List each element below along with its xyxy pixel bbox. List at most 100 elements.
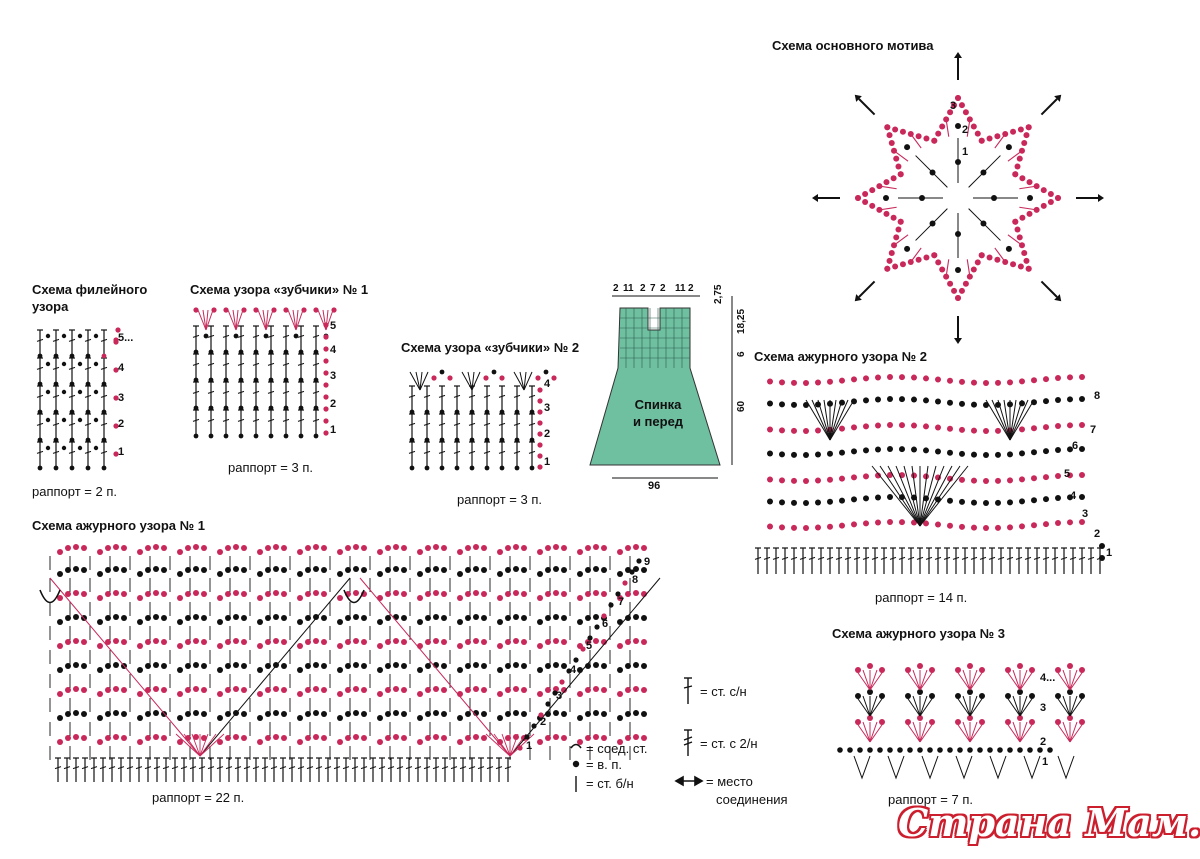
chain-stitch [101,465,107,471]
join-arrow-icon [674,775,704,787]
chain-stitch [313,349,319,355]
stitch-bar [100,366,108,370]
chain-stitch [208,349,214,355]
stitch-bar [453,450,461,454]
chain-stitch [887,747,893,753]
garment-top-dim: 7 [650,283,656,294]
chain-stitch [863,375,869,382]
stitch-mark [419,371,429,391]
chain-stitch [1055,423,1061,430]
chain-stitch [947,280,954,287]
chain-stitch [321,711,327,717]
fan-stitch [199,733,209,757]
chain-stitch [271,307,277,313]
chain-stitch [361,735,367,741]
chain-stitch [537,739,543,745]
chain-stitch [185,639,191,645]
chain-stitch [257,739,263,745]
chain-stitch [193,638,199,644]
fan-stitch [862,669,871,691]
stitch-mark [893,150,909,162]
chain-stitch [393,686,399,692]
stitch-mark [471,371,475,391]
stitch-bar [468,422,476,426]
stitch-bar [68,394,76,398]
garment-top-dim: 2 [613,283,619,294]
chain-stitch [779,451,785,458]
chain-stitch [65,591,71,597]
chain-stitch [454,409,460,415]
dc-icon [683,677,693,704]
chain-stitch [377,643,383,649]
chain-stitch [580,646,586,652]
chain-stitch [899,446,905,453]
stitch-bar [99,766,107,770]
chain-stitch [145,615,151,621]
chain-stitch [911,396,917,403]
chain-stitch [553,590,559,596]
chain-stitch [268,349,274,355]
chain-stitch [238,433,244,439]
stitch-bar [423,766,431,770]
motif-row-number: 1 [962,146,969,158]
stitch-bar [180,766,188,770]
stitch-bar [237,362,245,366]
chain-stitch [377,715,383,721]
fan-stitch [869,721,878,743]
stitch-bar [297,334,305,338]
chain-stitch [241,307,247,313]
stitch-bar [988,556,996,560]
fan-stitch [985,399,1011,441]
stitch-bar [282,362,290,366]
stitch-bar [297,362,305,366]
chain-stitch [1079,494,1085,501]
chain-stitch [995,524,1001,531]
fan-stitch [501,733,511,757]
chain-stitch [113,734,119,740]
chain-stitch [201,567,207,573]
chain-stitch [37,381,43,387]
stitch-bar [90,766,98,770]
stitch-bar [378,766,386,770]
diagonal-line [199,577,351,757]
chain-stitch [893,234,900,241]
chain-stitch [1067,689,1073,695]
teeth2-title: Схема узора «зубчики» № 2 [401,340,580,355]
chain-stitch [979,719,985,725]
chain-stitch [625,639,631,645]
chain-stitch [484,437,490,443]
chain-stitch [265,735,271,741]
chain-stitch [931,252,938,259]
chain-stitch [923,447,929,454]
chain-stitch [601,613,607,619]
chain-stitch [193,686,199,692]
chain-stitch [61,333,67,339]
stitch-mark [523,371,533,391]
chain-stitch [457,595,463,601]
chain-stitch [923,135,930,142]
chain-stitch [61,445,67,451]
chain-stitch [553,734,559,740]
chain-stitch [273,544,279,550]
stitch-mark [994,133,1006,149]
chain-stitch [875,472,881,479]
garment-side-dim: 6 [736,351,747,357]
stitch-bar [483,394,491,398]
chain-stitch [268,433,274,439]
chain-stitch [223,349,229,355]
openwork1-repeat: раппорт = 22 п. [152,790,245,805]
chain-stitch [869,202,876,209]
chain-stitch [97,643,103,649]
chain-stitch [473,566,479,572]
chain-stitch [1027,747,1033,753]
chain-stitch [253,307,259,313]
fan-stitch [919,669,928,691]
chain-stitch [839,377,845,384]
chain-stitch [137,667,143,673]
chain-stitch [457,549,463,555]
chain-stitch [1055,520,1061,527]
chain-stitch [69,353,75,359]
chain-stitch [1025,124,1032,131]
chain-stitch [121,735,127,741]
chain-stitch [297,643,303,649]
